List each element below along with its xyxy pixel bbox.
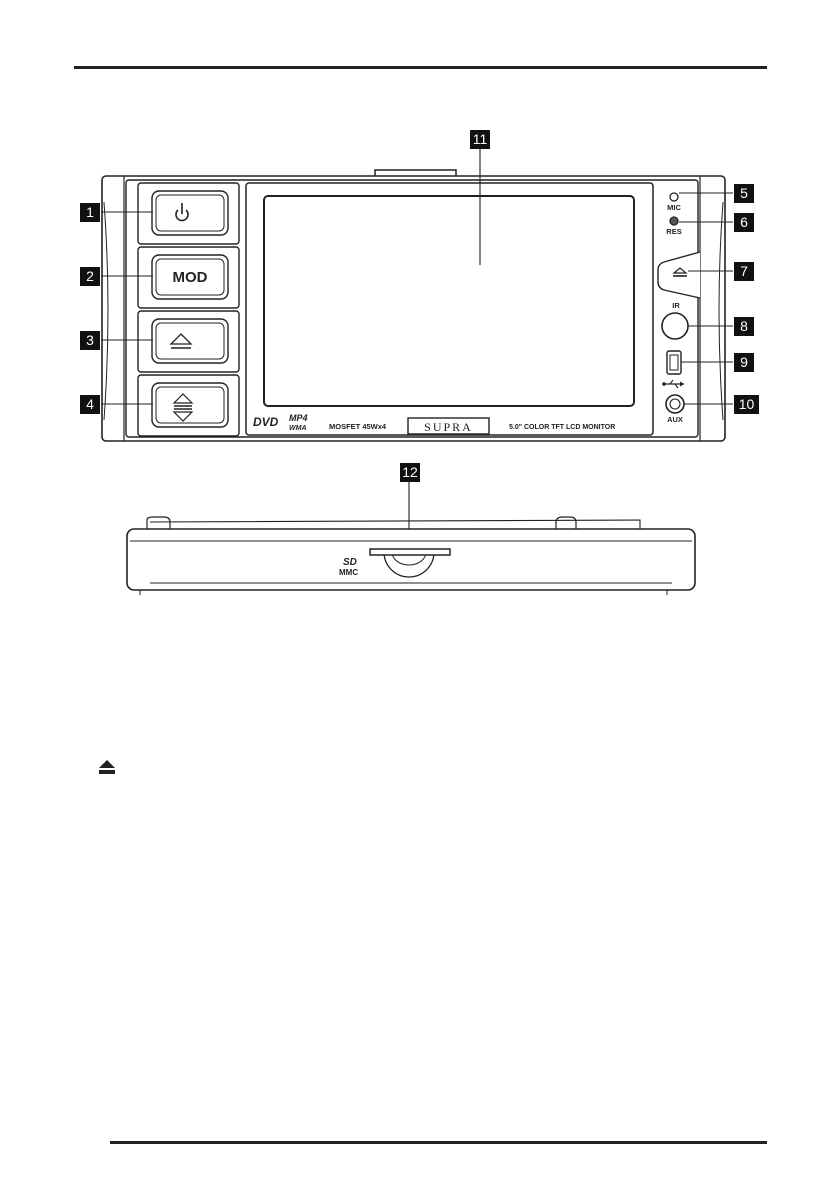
callout-11: 11 [470, 130, 490, 149]
callout-4: 4 [80, 395, 100, 414]
callout-7: 7 [734, 262, 754, 281]
eject-symbol-icon [99, 760, 115, 774]
mod-button-label: MOD [173, 269, 208, 286]
callout-5: 5 [734, 184, 754, 203]
top-rule [74, 66, 767, 69]
wma-label: WMA [289, 425, 307, 432]
monitor-label: 5.0" COLOR TFT LCD MONITOR [509, 424, 615, 431]
lcd-screen[interactable] [263, 195, 635, 407]
mod-button[interactable]: MOD [137, 246, 240, 309]
usb-icon [662, 379, 684, 389]
callout-9: 9 [734, 353, 754, 372]
open-panel-icon [672, 267, 688, 277]
mp4-label: MP4 [289, 413, 308, 423]
power-icon [175, 203, 189, 222]
callout-3: 3 [80, 331, 100, 350]
usb-port[interactable] [666, 350, 682, 375]
callout-2: 2 [80, 267, 100, 286]
callout-10: 10 [734, 395, 759, 414]
aux-jack[interactable] [665, 394, 685, 414]
up-down-icon [172, 393, 194, 422]
res-label: RES [666, 227, 681, 236]
mic-hole [669, 192, 679, 202]
callout-8: 8 [734, 317, 754, 336]
bottom-rule [110, 1141, 767, 1144]
mmc-label: MMC [339, 568, 358, 577]
brand-plate [407, 417, 490, 435]
sd-label: SD [343, 557, 357, 568]
ir-label: IR [672, 301, 680, 310]
panel-release-button[interactable] [657, 251, 701, 299]
callout-1: 1 [80, 203, 100, 222]
dvd-logo: DVD [253, 415, 279, 429]
reset-button[interactable] [669, 216, 679, 226]
aux-label: AUX [667, 415, 683, 424]
callout-12: 12 [400, 463, 420, 482]
mosfet-label: MOSFET 45Wx4 [329, 422, 387, 431]
callout-6: 6 [734, 213, 754, 232]
mic-label: MIC [667, 203, 681, 212]
sd-card-slot[interactable] [369, 548, 451, 578]
eject-icon [169, 333, 193, 349]
brand-name: SUPRA [424, 420, 473, 434]
ir-sensor [661, 312, 689, 340]
